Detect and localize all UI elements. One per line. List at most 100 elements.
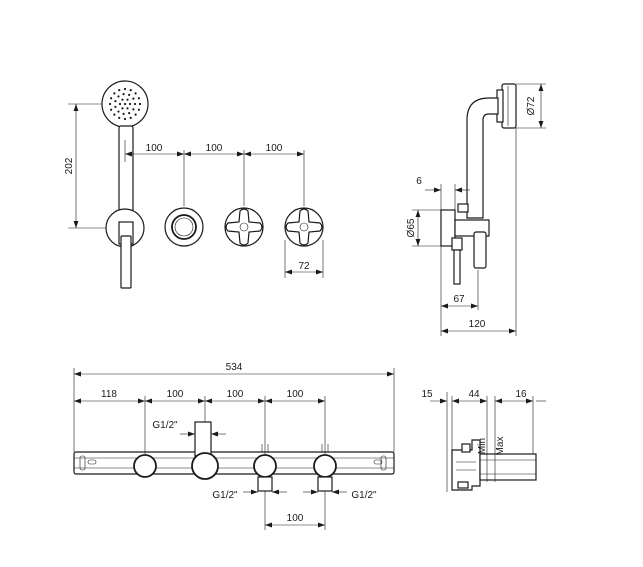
nozzle-dot bbox=[110, 108, 113, 111]
cross-handle-right bbox=[284, 207, 324, 247]
nozzle-dot bbox=[121, 107, 124, 110]
thread-bottom-left-label: G1/2" bbox=[212, 490, 238, 501]
nozzle-dot bbox=[113, 92, 116, 95]
side-view: Ø72 6 Ø65 67 120 bbox=[406, 83, 546, 336]
hose-connector bbox=[120, 235, 132, 289]
nozzle-dot bbox=[128, 93, 131, 96]
mounting-slot-right bbox=[380, 455, 387, 471]
shower-arm-profile bbox=[466, 97, 499, 219]
dimension-body-spacing: 118 100 100 100 bbox=[74, 389, 326, 454]
nozzle-dot bbox=[128, 112, 131, 115]
dim-body-spacing-3: 100 bbox=[287, 389, 304, 400]
body-outlet-2 bbox=[191, 452, 219, 480]
dim-d72-label: Ø72 bbox=[526, 96, 537, 115]
dimension-6: 6 bbox=[416, 176, 470, 210]
nozzle-dot bbox=[129, 116, 132, 119]
bottom-inlet-right bbox=[317, 476, 333, 492]
nozzle-dot bbox=[114, 105, 117, 108]
thread-top-label: G1/2" bbox=[152, 420, 178, 431]
dim-spacing-3: 100 bbox=[266, 143, 283, 154]
dim-72-label: 72 bbox=[298, 261, 310, 272]
hose-outlet-profile bbox=[453, 249, 461, 285]
dimension-67: 67 bbox=[440, 246, 479, 336]
dim-6-label: 6 bbox=[416, 176, 422, 187]
mounting-rail bbox=[73, 451, 395, 475]
nozzle-dot bbox=[114, 100, 117, 103]
dimension-72: 72 bbox=[284, 240, 324, 278]
mounting-slot-left bbox=[79, 455, 86, 471]
thread-callout-bottom-left: G1/2" bbox=[212, 489, 287, 501]
shower-nozzles bbox=[108, 87, 142, 121]
dim-body-spacing-2: 100 bbox=[227, 389, 244, 400]
dim-bottom-100-label: 100 bbox=[287, 513, 304, 524]
dim-spacing-2: 100 bbox=[206, 143, 223, 154]
hand-shower-head bbox=[101, 80, 149, 128]
dim-118-label: 118 bbox=[101, 389, 117, 400]
nozzle-dot bbox=[126, 107, 129, 110]
extension-box-profile bbox=[479, 453, 537, 481]
top-inlet-stub bbox=[194, 421, 212, 457]
nozzle-dot bbox=[122, 112, 125, 115]
valve-top-stub bbox=[461, 443, 471, 453]
nozzle-dot bbox=[129, 89, 132, 92]
thread-bottom-right-label: G1/2" bbox=[351, 490, 377, 501]
dimension-d72: Ø72 bbox=[516, 83, 546, 129]
nozzle-dot bbox=[123, 102, 127, 106]
nozzle-dot bbox=[128, 102, 132, 106]
diverter-knob bbox=[164, 207, 204, 247]
nozzle-dot bbox=[118, 89, 121, 92]
front-view: 202 100 100 100 72 bbox=[64, 80, 324, 289]
nozzle-dot bbox=[138, 102, 142, 106]
nozzle-dot bbox=[118, 102, 122, 106]
body-outlet-4 bbox=[313, 454, 337, 478]
nozzle-dot bbox=[108, 102, 112, 106]
nozzle-dot bbox=[134, 92, 137, 95]
min-label: Min bbox=[477, 438, 488, 454]
dimension-d65: Ø65 bbox=[406, 209, 441, 247]
nozzle-dot bbox=[137, 97, 140, 100]
bottom-inlet-left bbox=[257, 476, 273, 492]
nozzle-dot bbox=[132, 108, 135, 111]
valve-body-profile bbox=[451, 439, 481, 491]
nozzle-dot bbox=[126, 98, 129, 101]
dim-d65-label: Ø65 bbox=[406, 218, 417, 237]
nozzle-dot bbox=[134, 113, 137, 116]
nozzle-dot bbox=[118, 116, 121, 119]
nozzle-dot bbox=[133, 102, 137, 106]
dimension-bottom-100: 100 bbox=[264, 491, 326, 530]
dim-44-label: 44 bbox=[468, 389, 480, 400]
body-view: 534 118 100 100 100 G1/2" G1/2" bbox=[73, 362, 395, 530]
dim-spacing-1: 100 bbox=[146, 143, 163, 154]
dimension-spacing-row: 100 100 100 bbox=[124, 140, 305, 206]
nozzle-dot bbox=[113, 113, 116, 116]
dim-534-label: 534 bbox=[226, 362, 243, 373]
thread-callout-top: G1/2" bbox=[152, 420, 226, 437]
install-view: Min Max 15 44 16 bbox=[421, 389, 546, 492]
max-label: Max bbox=[495, 437, 506, 456]
shower-head-profile bbox=[496, 83, 517, 129]
dim-120-label: 120 bbox=[469, 319, 486, 330]
holder-grip-profile bbox=[473, 231, 487, 269]
nozzle-dot bbox=[122, 93, 125, 96]
nozzle-dot bbox=[123, 117, 127, 121]
nozzle-dot bbox=[121, 98, 124, 101]
nozzle-dot bbox=[123, 87, 127, 91]
nozzle-dot bbox=[117, 110, 120, 113]
nozzle-dot bbox=[117, 95, 120, 98]
valve-profile bbox=[451, 237, 463, 251]
nozzle-dot bbox=[110, 97, 113, 100]
dim-67-label: 67 bbox=[453, 294, 465, 305]
dim-202-label: 202 bbox=[64, 157, 75, 174]
body-outlet-3 bbox=[253, 454, 277, 478]
body-outlet-1 bbox=[133, 454, 157, 478]
nozzle-dot bbox=[137, 108, 140, 111]
dimension-534: 534 bbox=[73, 362, 395, 452]
dim-16-label: 16 bbox=[515, 389, 527, 400]
thread-callout-bottom-right: G1/2" bbox=[303, 489, 377, 501]
dim-body-spacing-1: 100 bbox=[167, 389, 184, 400]
dimension-202: 202 bbox=[64, 103, 106, 229]
dim-15-label: 15 bbox=[421, 389, 433, 400]
cross-handle-left bbox=[224, 207, 264, 247]
dimension-120: 120 bbox=[441, 128, 517, 336]
